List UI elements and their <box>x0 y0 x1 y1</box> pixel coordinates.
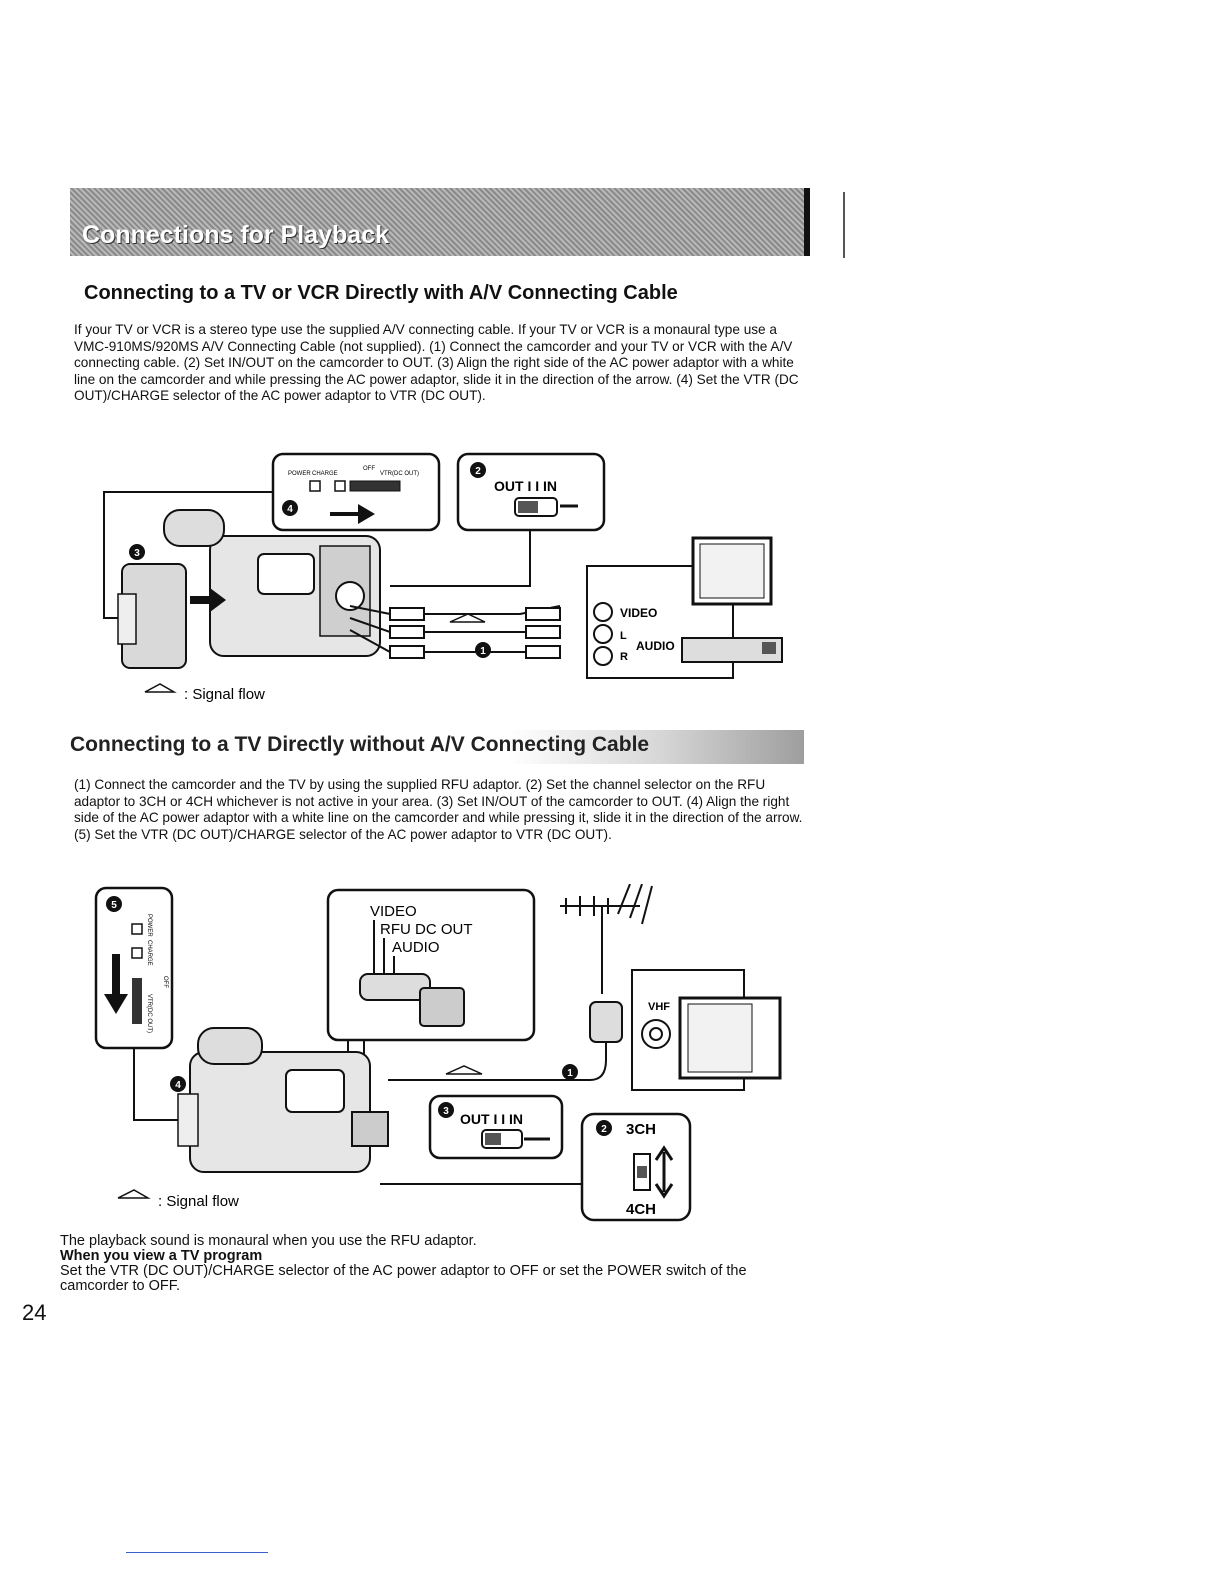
signal-flow-arrow-icon <box>449 613 486 623</box>
svg-text:1: 1 <box>567 1068 573 1079</box>
label-charge: CHARGE <box>312 471 338 477</box>
label-audio: AUDIO <box>392 939 440 956</box>
signal-flow-legend: : Signal flow <box>184 686 265 703</box>
signal-flow-arrow-icon <box>445 1065 483 1075</box>
av-cable <box>349 605 561 659</box>
label-vtr: VTR(DC OUT) <box>380 471 419 477</box>
note-monaural: The playback sound is monaural when you … <box>60 1233 477 1249</box>
svg-text:1: 1 <box>480 646 486 657</box>
svg-text:4: 4 <box>287 504 293 515</box>
label-vhf: VHF <box>648 1001 670 1013</box>
signal-flow-legend-icon <box>144 683 177 693</box>
rfu-adaptor <box>589 1001 623 1043</box>
camcorder-illustration <box>163 509 381 657</box>
marker-3 <box>129 544 145 560</box>
label-off: OFF <box>363 466 375 472</box>
svg-text:POWER: POWER <box>146 914 152 937</box>
label-3ch: 3CH <box>626 1121 656 1138</box>
page-title: Connections for Playback <box>82 221 390 249</box>
camcorder-illustration <box>177 1027 389 1173</box>
section2-bar <box>64 730 804 764</box>
tv-illustration: VHF <box>631 969 782 1091</box>
label-video: VIDEO <box>370 903 417 920</box>
section1-title: Connecting to a TV or VCR Directly with … <box>84 282 678 304</box>
section2-body: (1) Connect the camcorder and the TV by … <box>74 777 803 842</box>
arrow-right-icon <box>330 504 375 524</box>
svg-text:VTR(DC OUT): VTR(DC OUT) <box>146 994 152 1033</box>
antenna-illustration <box>560 884 653 994</box>
signal-flow-legend: : Signal flow <box>158 1193 239 1210</box>
callout-selector-box <box>271 452 441 532</box>
arrow-down-icon <box>104 954 128 1014</box>
label-4ch: 4CH <box>626 1201 656 1218</box>
label-out-in: OUT I I IN <box>460 1111 523 1127</box>
page-number: 24 <box>22 1300 47 1325</box>
note-tv-program: Set the VTR (DC OUT)/CHARGE selector of … <box>60 1263 747 1294</box>
note-heading: When you view a TV program <box>60 1248 263 1264</box>
svg-text:2: 2 <box>475 466 481 477</box>
footer-rule <box>126 1552 268 1553</box>
svg-text:4: 4 <box>175 1080 181 1091</box>
marker-4 <box>170 1076 186 1092</box>
label-out-in: OUT I I IN <box>494 478 557 494</box>
svg-text:2: 2 <box>601 1124 607 1135</box>
section2-title: Connecting to a TV Directly without A/V … <box>70 733 650 756</box>
label-right-jack: R <box>620 651 628 663</box>
marker-3 <box>438 1102 454 1118</box>
label-rfu-dc-out: RFU DC OUT <box>380 921 473 938</box>
header-banner: Connections for Playback <box>70 188 810 256</box>
svg-text:3: 3 <box>134 548 140 559</box>
marker-1 <box>475 642 491 658</box>
marker-2 <box>596 1120 612 1136</box>
label-power: POWER <box>288 471 311 477</box>
callout-rfu-box <box>326 888 536 1042</box>
section1-body: If your TV or VCR is a stereo type use t… <box>74 322 799 404</box>
double-arrow-icon <box>654 1145 674 1199</box>
label-video-jack: VIDEO <box>620 606 657 620</box>
marker-5 <box>106 896 122 912</box>
label-left-jack: L <box>620 630 627 642</box>
svg-text:3: 3 <box>443 1106 449 1117</box>
callout-out-in-box <box>428 1094 564 1160</box>
signal-flow-legend-icon <box>117 1189 151 1199</box>
marker-4 <box>282 500 298 516</box>
ac-adaptor-illustration <box>117 563 226 669</box>
diagram-rfu-connection: 5 POWER CHARGE OFF VTR(DC OUT) VIDEO RFU… <box>94 884 782 1222</box>
svg-text:OFF: OFF <box>162 976 168 988</box>
margin-rule <box>843 192 845 258</box>
marker-1 <box>562 1064 578 1080</box>
notes-block: The playback sound is monaural when you … <box>60 1234 780 1294</box>
tv-vcr-illustration <box>681 536 783 663</box>
label-audio-jack: AUDIO <box>636 639 675 653</box>
svg-text:CHARGE: CHARGE <box>146 940 152 966</box>
svg-text:5: 5 <box>111 900 117 911</box>
marker-2 <box>470 462 486 478</box>
diagram-av-connection: POWER CHARGE OFF VTR(DC OUT) 4 2 OUT I I… <box>103 452 783 703</box>
